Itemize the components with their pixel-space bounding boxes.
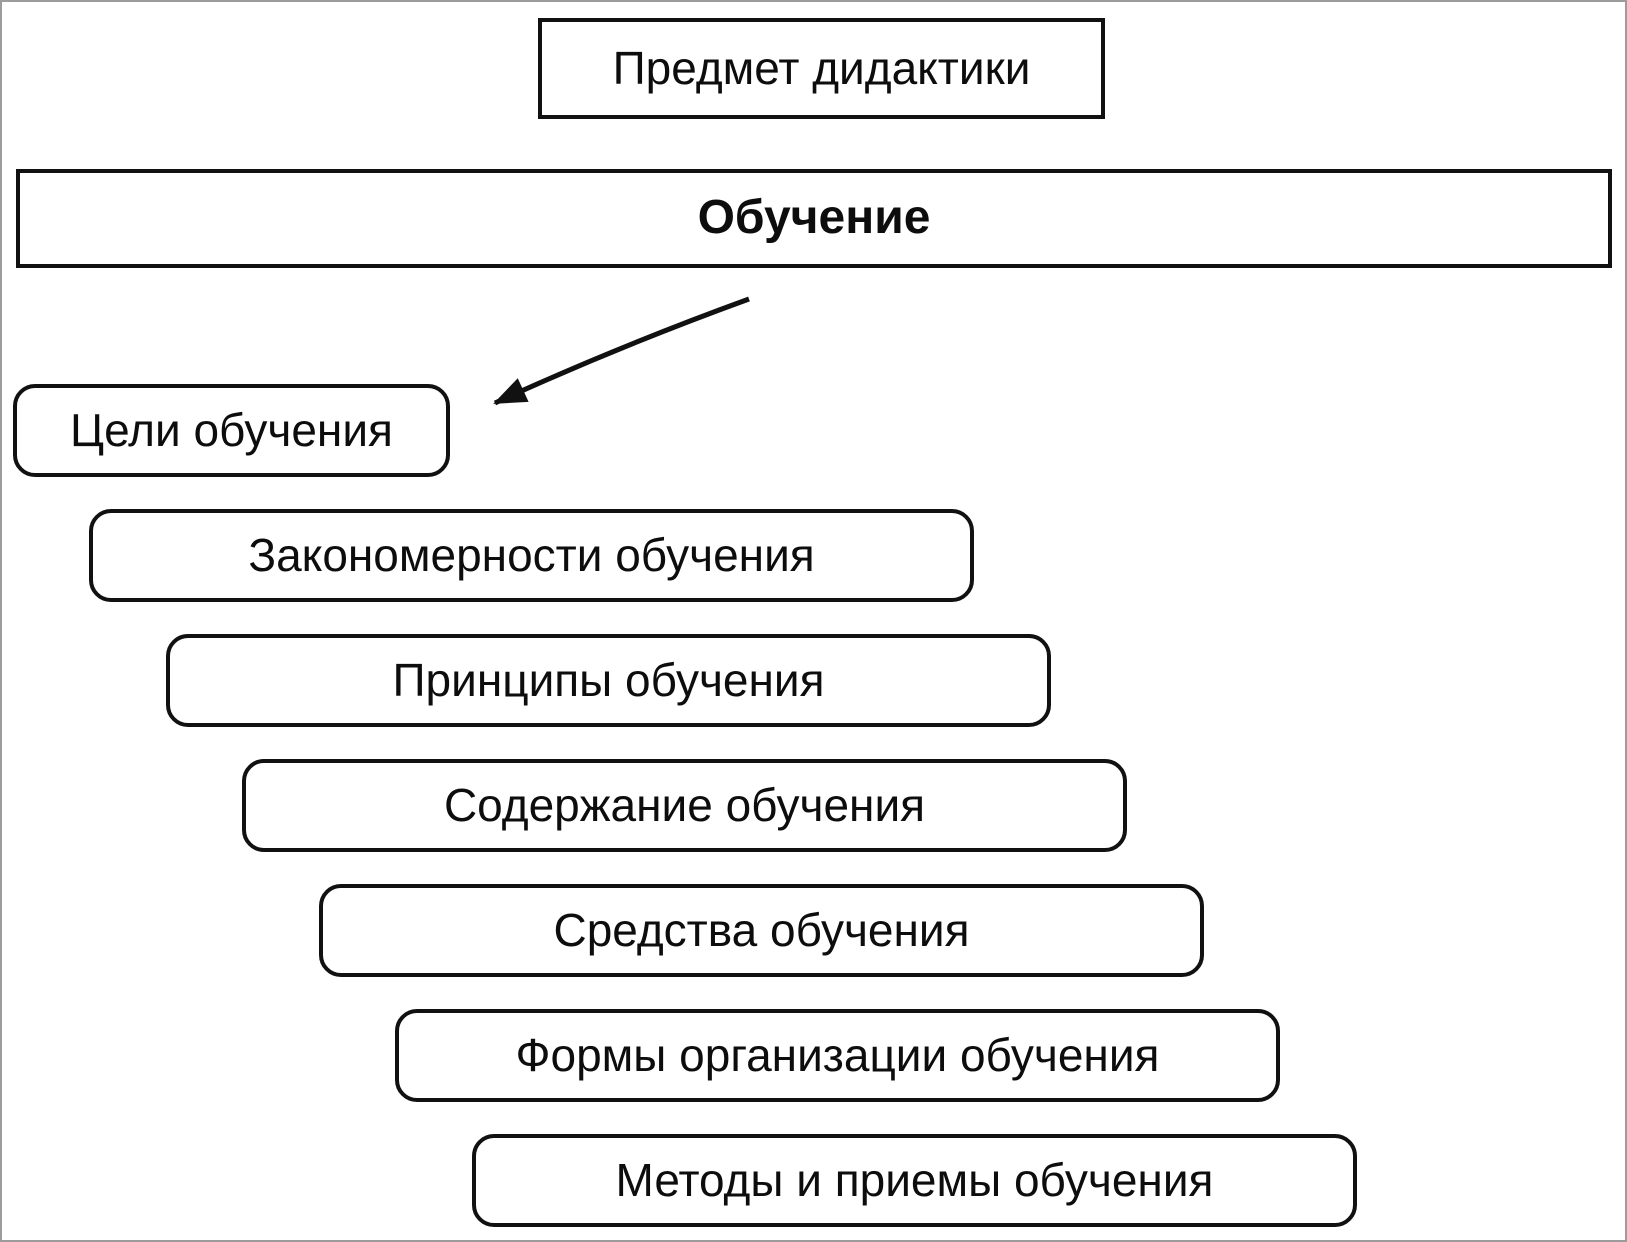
component-box-principles: Принципы обучения [166, 634, 1051, 727]
title-box: Предмет дидактики [538, 18, 1105, 119]
component-box-label: Средства обучения [553, 904, 970, 957]
component-box-label: Принципы обучения [392, 654, 825, 707]
component-box-methods: Методы и приемы обучения [472, 1134, 1357, 1227]
component-box-content: Содержание обучения [242, 759, 1127, 852]
component-box-means: Средства обучения [319, 884, 1204, 977]
title-box-label: Предмет дидактики [612, 42, 1031, 95]
component-box-label: Закономерности обучения [248, 529, 815, 582]
component-box-label: Формы организации обучения [515, 1029, 1160, 1082]
component-box-goals: Цели обучения [13, 384, 450, 477]
arrow-down-left-icon [493, 296, 750, 406]
component-box-label: Методы и приемы обучения [615, 1154, 1214, 1207]
component-box-label: Содержание обучения [443, 779, 926, 832]
main-box-label: Обучение [697, 191, 931, 245]
component-box-laws: Закономерности обучения [89, 509, 974, 602]
main-box: Обучение [16, 169, 1612, 268]
component-box-label: Цели обучения [70, 404, 393, 457]
component-box-forms: Формы организации обучения [395, 1009, 1280, 1102]
